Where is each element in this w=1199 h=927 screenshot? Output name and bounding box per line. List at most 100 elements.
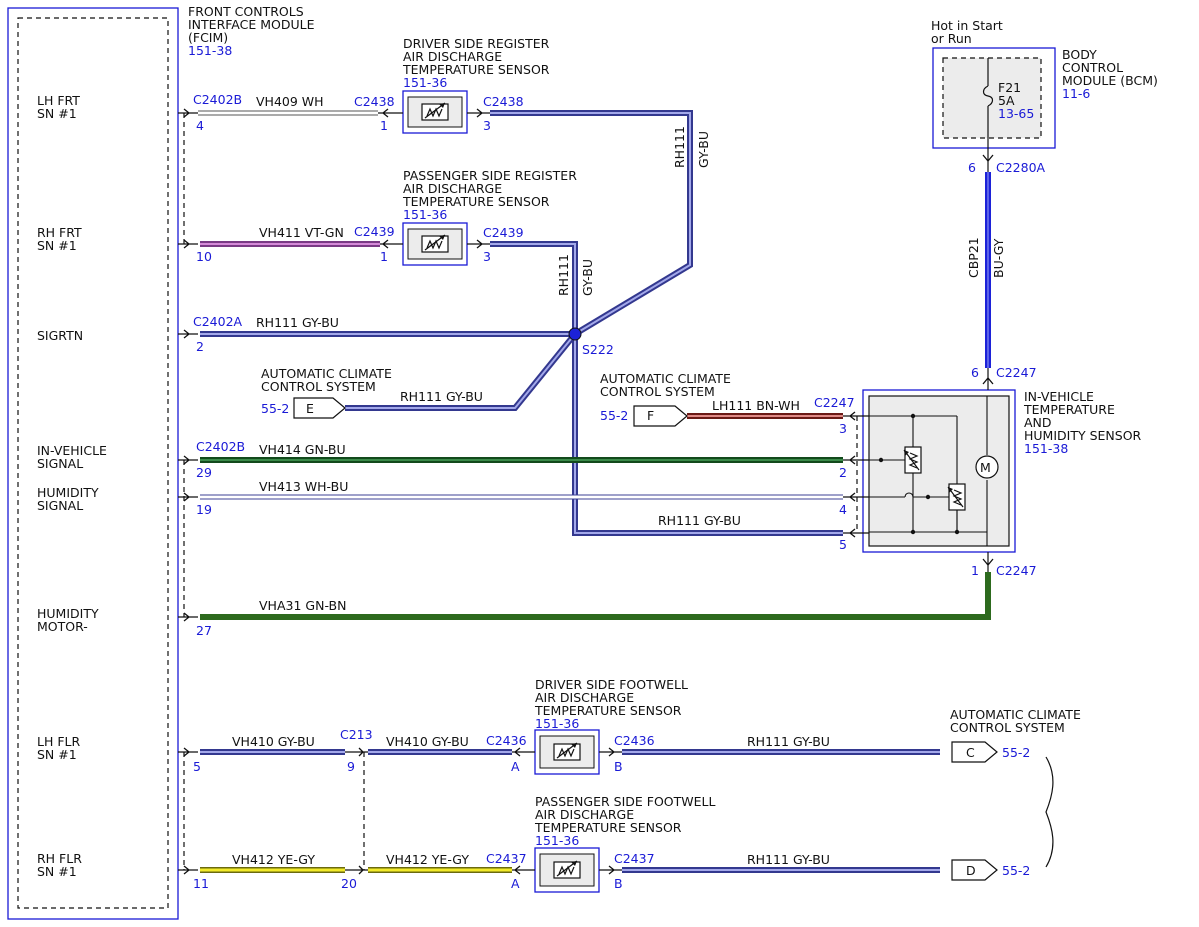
ivth-sensor[interactable]: M <box>843 368 1016 572</box>
connector-label: C2438 <box>354 94 395 109</box>
connector-label: C2438 <box>483 94 524 109</box>
splice-label: S222 <box>582 342 614 357</box>
pin-number: 3 <box>839 421 847 436</box>
connector-label: C213 <box>340 727 373 742</box>
fcim-pin-label: LH FLR <box>37 734 80 749</box>
acc-ref[interactable]: 55-2 <box>600 408 628 423</box>
wire-label: LH111 BN-WH <box>712 398 800 413</box>
pin-number: 11 <box>193 876 209 891</box>
pin-number: A <box>511 876 520 891</box>
sensor-ref[interactable]: 151-36 <box>535 833 579 848</box>
bcm-ref[interactable]: 11-6 <box>1062 86 1090 101</box>
acc-title: AUTOMATIC CLIMATE <box>261 366 392 381</box>
pin-number: 9 <box>347 759 355 774</box>
fcim-pin-label: HUMIDITY <box>37 485 99 500</box>
acc-f-connector[interactable] <box>633 405 688 427</box>
wire-label: RH111 GY-BU <box>747 734 830 749</box>
pin-number: 1 <box>971 563 979 578</box>
wire-rh111-register-driver[interactable] <box>490 110 693 337</box>
fuse-label: F21 <box>998 80 1021 95</box>
wire-label: GY-BU <box>580 259 595 296</box>
sensor-ref[interactable]: 151-36 <box>535 716 579 731</box>
ivth-title: TEMPERATURE <box>1023 402 1115 417</box>
pin-number: 10 <box>196 249 212 264</box>
acc-e-connector[interactable] <box>293 397 346 419</box>
wire-label: VH409 WH <box>256 94 324 109</box>
pin-number: 5 <box>193 759 201 774</box>
wire-vha31[interactable] <box>200 572 991 620</box>
c213-connector <box>345 747 368 875</box>
fcim-pin-label: RH FRT <box>37 225 82 240</box>
fcim-pin-label: HUMIDITY <box>37 606 99 621</box>
driver-footwell-sensor[interactable] <box>512 729 622 775</box>
wire-rh111-ivth-pin5[interactable] <box>572 334 843 536</box>
pin-number: 3 <box>483 249 491 264</box>
sensor-ref[interactable]: 151-36 <box>403 75 447 90</box>
connector-label: C2437 <box>614 851 655 866</box>
wire-label: RH111 GY-BU <box>658 513 741 528</box>
pin-number: 1 <box>380 249 388 264</box>
fuse-ref[interactable]: 13-65 <box>998 106 1034 121</box>
acc-ref[interactable]: 55-2 <box>1002 863 1030 878</box>
wire-rh111-acc-e[interactable] <box>345 332 578 411</box>
pin-number: 1 <box>380 118 388 133</box>
splice-s222[interactable] <box>568 327 582 341</box>
sensor-title: AIR DISCHARGE <box>403 49 502 64</box>
connector-label: C2280A <box>996 160 1046 175</box>
sensor-title: AIR DISCHARGE <box>535 690 634 705</box>
wire-label: GY-BU <box>696 131 711 168</box>
pin-number: 20 <box>341 876 357 891</box>
acc-c-connector[interactable] <box>951 741 998 763</box>
bcm-module[interactable] <box>932 47 1056 172</box>
driver-register-sensor[interactable] <box>378 90 490 134</box>
sensor-title: TEMPERATURE SENSOR <box>534 703 682 718</box>
fcim-pin-label: SIGNAL <box>37 498 83 513</box>
sensor-ref[interactable]: 151-36 <box>403 207 447 222</box>
acc-title: CONTROL SYSTEM <box>600 384 715 399</box>
acc-ref[interactable]: 55-2 <box>261 401 289 416</box>
acc-title: AUTOMATIC CLIMATE <box>600 371 731 386</box>
passenger-register-sensor[interactable] <box>380 222 490 266</box>
motor-glyph: M <box>980 460 991 475</box>
acc-letter: C <box>966 745 975 760</box>
connector-label: C2436 <box>614 733 655 748</box>
fcim-pin-label: SN #1 <box>37 864 77 879</box>
connector-label: C2247 <box>996 563 1037 578</box>
fcim-pin-label: MOTOR- <box>37 619 88 634</box>
bcm-note: or Run <box>931 31 972 46</box>
wire-label: RH111 <box>556 254 571 296</box>
sensor-title: DRIVER SIDE FOOTWELL <box>535 677 688 692</box>
sensor-title: DRIVER SIDE REGISTER <box>403 36 550 51</box>
pin-number: 5 <box>839 537 847 552</box>
sensor-title: PASSENGER SIDE REGISTER <box>403 168 577 183</box>
bcm-title: BODY <box>1062 47 1097 62</box>
wire-label: VH414 GN-BU <box>259 442 346 457</box>
sensor-title: AIR DISCHARGE <box>535 807 634 822</box>
bcm-title: MODULE (BCM) <box>1062 73 1158 88</box>
motor-icon <box>975 455 999 479</box>
wire-color-label: BU-GY <box>991 238 1006 278</box>
fcim-ref[interactable]: 151-38 <box>188 43 232 58</box>
fcim-title-3: (FCIM) <box>188 30 228 45</box>
passenger-footwell-sensor[interactable] <box>512 847 622 893</box>
acc-letter: E <box>306 401 314 416</box>
pin-number: A <box>511 759 520 774</box>
connector-label: C2402B <box>193 92 242 107</box>
bcm-title: CONTROL <box>1062 60 1123 75</box>
wire-label: VH410 GY-BU <box>386 734 469 749</box>
pin-number: 2 <box>839 465 847 480</box>
pin-number: B <box>614 759 623 774</box>
pin-number: B <box>614 876 623 891</box>
ivth-ref[interactable]: 151-38 <box>1024 441 1068 456</box>
fcim-module: FRONT CONTROLS INTERFACE MODULE (FCIM) 1… <box>7 4 315 920</box>
fuse-rating: 5A <box>998 93 1015 108</box>
sensor-title: AIR DISCHARGE <box>403 181 502 196</box>
bcm-note: Hot in Start <box>931 18 1003 33</box>
wire-rh111-register-passenger[interactable] <box>490 241 578 334</box>
fcim-pin-label: SN #1 <box>37 238 77 253</box>
acc-title: CONTROL SYSTEM <box>261 379 376 394</box>
acc-d-connector[interactable] <box>951 859 998 881</box>
acc-ref[interactable]: 55-2 <box>1002 745 1030 760</box>
fcim-title-1: FRONT CONTROLS <box>188 4 304 19</box>
